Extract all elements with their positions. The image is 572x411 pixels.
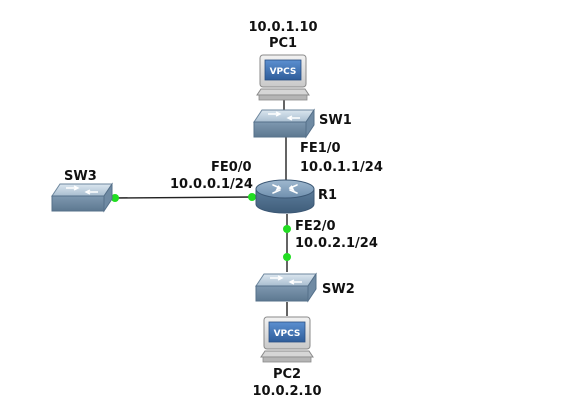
sw1-name-label: SW1 [319,113,352,128]
fe0-0-name-label: FE0/0 [211,160,252,175]
switch-icon [253,108,315,139]
switch-icon [255,272,317,303]
pc1-screen-text: VPCS [270,67,297,77]
r1-name-label: R1 [318,188,337,203]
fe1-0-ip-label: 10.0.1.1/24 [300,160,383,175]
pc2-ip-label: 10.0.2.10 [252,384,321,399]
pc2-screen-text: VPCS [274,329,301,339]
pc2-name-label: PC2 [273,367,301,382]
sw2-node[interactable] [255,272,317,303]
sw2-name-label: SW2 [322,282,355,297]
pc1-node[interactable]: VPCS [256,54,310,101]
sw1-node[interactable] [253,108,315,139]
fe2-0-name-label: FE2/0 [295,219,336,234]
vpcs-monitor-icon [260,316,314,363]
fe1-0-name-label: FE1/0 [300,141,341,156]
vpcs-monitor-icon [256,54,310,101]
r1-node[interactable] [255,179,315,214]
pc1-name-label: PC1 [269,36,297,51]
link-up-dot-sw3 [111,194,119,202]
link-up-dot-fe2-0 [283,225,291,233]
link-status-dots [111,193,291,261]
sw3-node[interactable] [51,182,113,213]
fe0-0-ip-label: 10.0.0.1/24 [170,177,253,192]
fe2-0-ip-label: 10.0.2.1/24 [295,236,378,251]
links [111,100,288,316]
link-up-dot-fe0-0 [248,193,256,201]
switch-icon [51,182,113,213]
router-icon [255,179,315,214]
sw3-name-label: SW3 [64,169,97,184]
link-sw3-r1[interactable] [111,196,255,199]
pc1-ip-label: 10.0.1.10 [248,20,317,35]
pc2-node[interactable]: VPCS [260,316,314,363]
link-up-dot-sw2 [283,253,291,261]
